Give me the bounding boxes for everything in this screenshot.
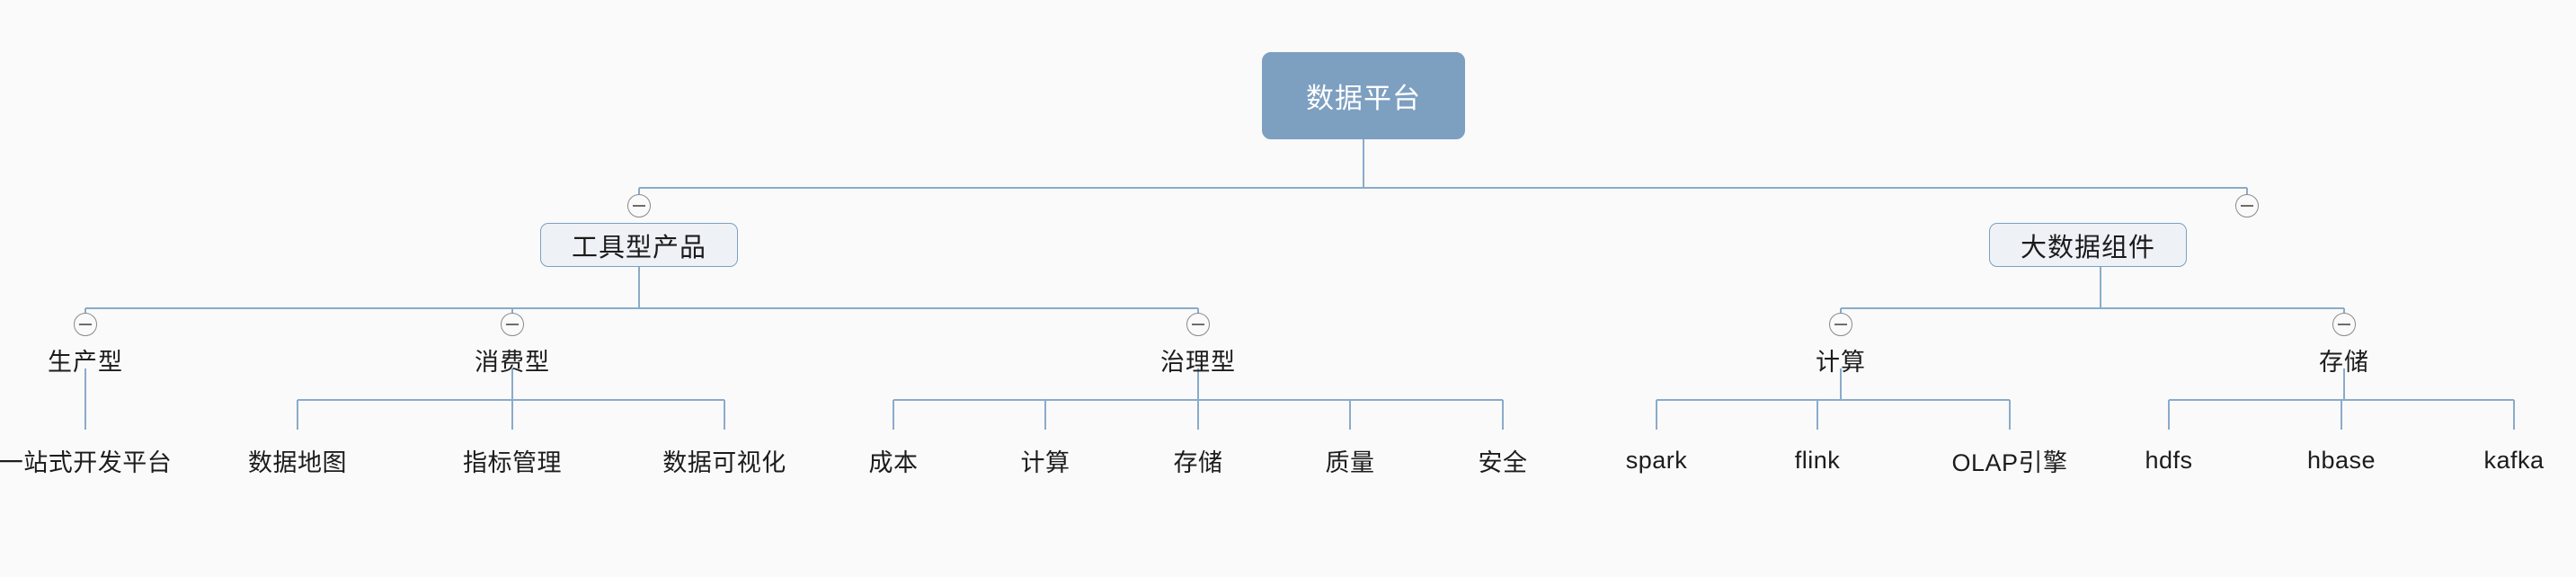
node-leaf-cost[interactable]: 成本	[804, 442, 983, 478]
node-leaf-label: 一站式开发平台	[0, 448, 173, 476]
node-leaf-quality[interactable]: 质量	[1260, 442, 1440, 478]
node-root-label: 数据平台	[1306, 83, 1421, 114]
node-leaf-label: 成本	[868, 448, 919, 476]
node-leaf-label: 安全	[1478, 448, 1528, 476]
node-governance-type-label: 治理型	[1160, 348, 1236, 376]
node-leaf-label: hbase	[2306, 446, 2376, 474]
collapse-minus-icon-production[interactable]	[74, 313, 97, 336]
node-leaf-data-map[interactable]: 数据地图	[208, 442, 387, 478]
node-leaf-security[interactable]: 安全	[1413, 442, 1593, 478]
node-leaf-label: OLAP引擎	[1951, 448, 2068, 476]
collapse-minus-icon-tools[interactable]	[627, 194, 651, 217]
node-leaf-flink[interactable]: flink	[1728, 442, 1907, 478]
collapse-minus-icon-governance[interactable]	[1186, 313, 1210, 336]
node-leaf-olap-engine[interactable]: OLAP引擎	[1920, 442, 2100, 478]
node-storage[interactable]: 存储	[2254, 342, 2434, 377]
node-root-data-platform[interactable]: 数据平台	[1262, 52, 1465, 139]
collapse-minus-icon-consumption[interactable]	[501, 313, 524, 336]
node-leaf-metric-management[interactable]: 指标管理	[422, 442, 602, 478]
node-governance-type[interactable]: 治理型	[1108, 342, 1288, 377]
node-leaf-label: hdfs	[2145, 446, 2193, 474]
node-leaf-onestop-platform[interactable]: 一站式开发平台	[0, 442, 211, 478]
node-compute[interactable]: 计算	[1751, 342, 1931, 377]
node-consumption-type-label: 消费型	[475, 348, 550, 376]
node-leaf-label: 质量	[1325, 448, 1375, 476]
node-production-type-label: 生产型	[48, 348, 123, 376]
node-leaf-hdfs[interactable]: hdfs	[2079, 442, 2259, 478]
node-leaf-compute[interactable]: 计算	[955, 442, 1135, 478]
node-leaf-kafka[interactable]: kafka	[2424, 442, 2576, 478]
node-tool-products-label: 工具型产品	[571, 233, 706, 262]
collapse-minus-icon-compute[interactable]	[1829, 313, 1852, 336]
node-leaf-label: spark	[1625, 446, 1688, 474]
node-leaf-label: flink	[1794, 446, 1841, 474]
node-leaf-label: 数据地图	[248, 448, 347, 476]
collapse-minus-icon-bigdata[interactable]	[2235, 194, 2259, 217]
node-leaf-label: kafka	[2483, 446, 2545, 474]
node-leaf-data-visualization[interactable]: 数据可视化	[635, 442, 814, 478]
collapse-minus-icon-storage[interactable]	[2332, 313, 2356, 336]
node-storage-label: 存储	[2319, 348, 2369, 376]
node-bigdata-components[interactable]: 大数据组件	[1989, 223, 2187, 267]
node-leaf-label: 计算	[1020, 448, 1070, 476]
node-production-type[interactable]: 生产型	[0, 342, 175, 377]
node-leaf-label: 存储	[1173, 448, 1223, 476]
node-tool-products[interactable]: 工具型产品	[540, 223, 738, 267]
node-compute-label: 计算	[1816, 348, 1866, 376]
node-leaf-label: 数据可视化	[662, 448, 786, 476]
node-leaf-label: 指标管理	[463, 448, 562, 476]
node-leaf-storage[interactable]: 存储	[1108, 442, 1288, 478]
node-consumption-type[interactable]: 消费型	[422, 342, 602, 377]
node-leaf-hbase[interactable]: hbase	[2252, 442, 2431, 478]
node-leaf-spark[interactable]: spark	[1567, 442, 1746, 478]
node-bigdata-components-label: 大数据组件	[2020, 233, 2155, 262]
